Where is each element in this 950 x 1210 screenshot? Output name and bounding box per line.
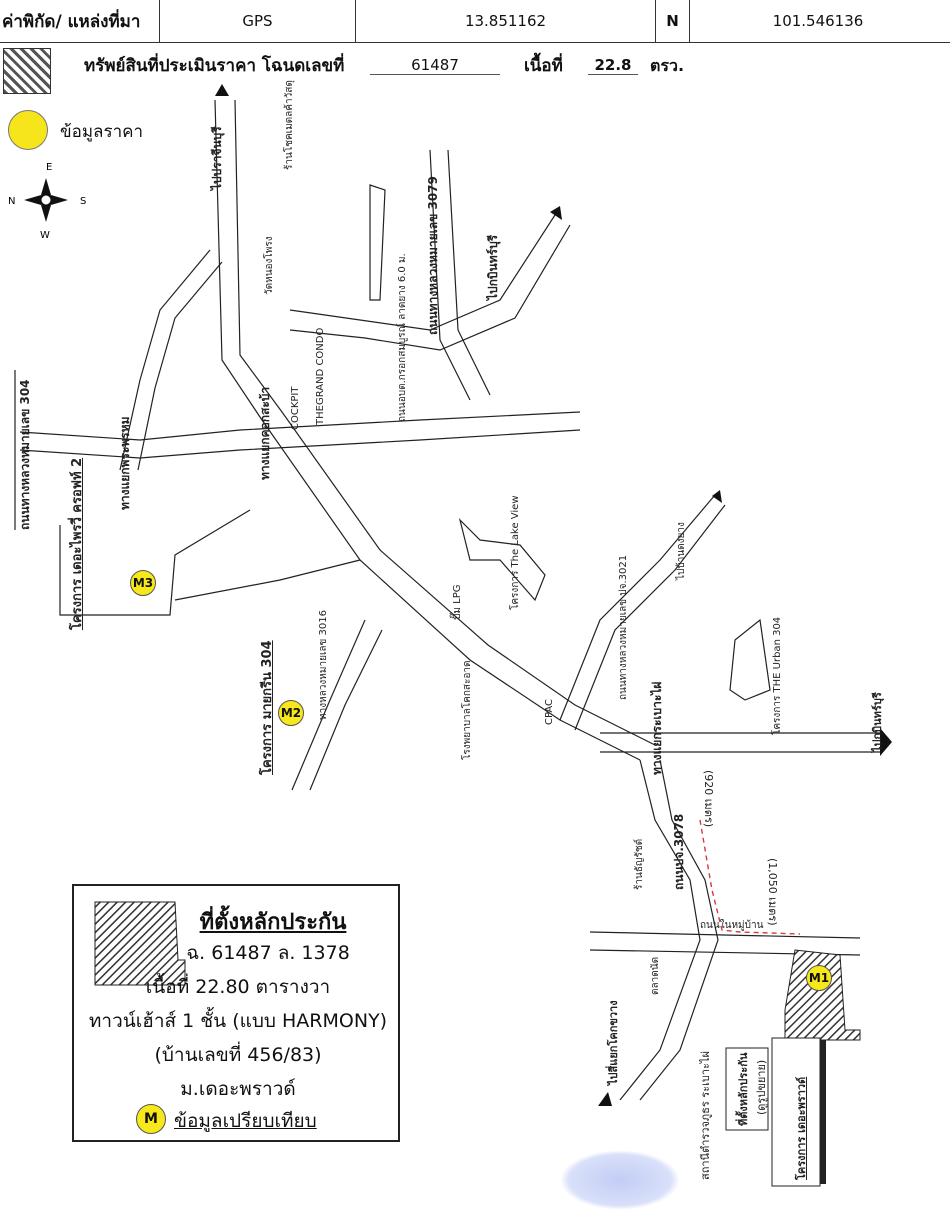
- label-hospital: โรงพยาบาลโคกสะอาด: [462, 660, 473, 761]
- label-road-6m: ถนนอบต.กรอกสมบูรณ์ ลาดยาง 6.0 ม.: [397, 253, 408, 422]
- legend-title: ที่ตั้งหลักประกัน: [199, 910, 347, 935]
- legend-compare: ข้อมูลเปรียบเทียบ: [174, 1110, 317, 1132]
- compass-n: N: [8, 196, 15, 207]
- label-subject-loc: ที่ตั้งหลักประกัน: [737, 1052, 750, 1126]
- area-label: เนื้อที่: [524, 56, 563, 76]
- label-market: ตลาดนัด: [650, 956, 661, 995]
- compass-e: E: [46, 162, 52, 173]
- label-road-3016: ทางหลวงหมายเลข 3016: [318, 610, 329, 720]
- official-stamp: [560, 1150, 680, 1210]
- label-distance-920: (920 เมตร): [702, 770, 715, 828]
- label-road-3021: ถนนทางหลวงหมายเลข ปจ.3021: [618, 554, 629, 700]
- label-distance-1050: (1,050 เมตร): [766, 858, 779, 926]
- compass-icon: N E S W: [8, 162, 86, 240]
- label-to-kok-kwang: ไปสี่แยกโคกขวาง: [607, 1000, 620, 1085]
- price-legend-label: ข้อมูลราคา: [60, 122, 144, 142]
- deed-number: 61487: [370, 56, 500, 75]
- asset-label: ทรัพย์สินที่ประเมินราคา โฉนดเลขที่: [84, 56, 345, 76]
- label-project-m2: โครงการ มายกรีน 304: [260, 640, 275, 775]
- coordinate-header: ค่าพิกัด/ แหล่งที่มา GPS 13.851162 N 101…: [0, 0, 950, 43]
- legend-deed: ฉ. 61487 ล. 1378: [186, 942, 350, 964]
- price-data-dot-icon: [8, 110, 48, 150]
- label-lake-view: โครงการ The Lake View: [510, 495, 521, 610]
- compass-s: S: [80, 196, 86, 207]
- longitude-value: 101.546136: [772, 12, 864, 30]
- label-village-road: ถนนในหมู่บ้าน: [700, 920, 764, 931]
- label-shop-metal: ร้านโชคเมตลค้าวัสดุ: [284, 80, 295, 170]
- label-road-3079: ถนนทางหลวงหมายเลข 3079: [426, 176, 440, 335]
- label-urban-304: โครงการ THE Urban 304: [772, 616, 783, 735]
- coord-label: ค่าพิกัด/ แหล่งที่มา: [0, 0, 160, 42]
- latitude-direction: N: [656, 0, 690, 42]
- label-road-3078: ถนนปจ.3078: [672, 813, 686, 890]
- label-rabao-junction: ทางแยกระเบาะไผ่: [650, 681, 664, 775]
- area-unit: ตรว.: [650, 56, 685, 75]
- label-cpac: CPAC: [544, 698, 555, 725]
- label-shop: ร้านธัญรัชต์: [634, 838, 645, 890]
- legend-m-marker: M: [136, 1104, 166, 1134]
- subject-hatch-swatch: [3, 48, 51, 94]
- label-subject-sub: (ดูรูปขยาย): [755, 1059, 768, 1115]
- label-cockpit: COCKPIT: [290, 386, 301, 430]
- label-project-m3: โครงการ เดอะไพรวี่ ครอฟท์ 2: [70, 457, 85, 630]
- legend-village: ม.เดอะพราวด์: [180, 1078, 296, 1100]
- marker-m1: M1: [806, 965, 832, 991]
- label-to-kabinburi-right: ไปกบินทร์บุรี: [871, 692, 884, 752]
- compass-w: W: [40, 230, 50, 240]
- marker-m2: M2: [278, 700, 304, 726]
- latitude-value: 13.851162: [356, 0, 656, 42]
- label-to-ban-chong: ไปบ้านดงยาง: [676, 522, 687, 580]
- label-to-prachinburi: ไปปราจีนบุรี: [210, 126, 224, 190]
- label-to-kabin: ไปกบินทร์บุรี: [486, 234, 500, 300]
- label-phra-phrom: ทางแยกพระพรหม: [118, 416, 132, 510]
- label-junction: ทางแยกคอกสะบ้า: [258, 386, 272, 480]
- collateral-legend: ที่ตั้งหลักประกัน ฉ. 61487 ล. 1378 เนื้อ…: [72, 884, 400, 1142]
- legend-area: เนื้อที่ 22.80 ตารางวา: [145, 976, 331, 998]
- label-project-prawd: โครงการ เดอะพราวด์: [795, 1076, 808, 1180]
- legend-house-no: (บ้านเลขที่ 456/83): [154, 1044, 322, 1066]
- marker-m3: M3: [130, 570, 156, 596]
- coord-source: GPS: [160, 0, 356, 42]
- legend-house-type: ทาวน์เฮ้าส์ 1 ชั้น (แบบ HARMONY): [88, 1010, 388, 1032]
- label-grand-condo: THEGRAND CONDO: [315, 327, 326, 425]
- label-road-304-left: ถนนทางหลวงหมายเลข 304: [18, 379, 32, 530]
- label-police: สถานีตำรวจภูธร ระเบาะไผ่: [699, 1051, 712, 1180]
- label-lpg: ปั๊ม LPG: [452, 584, 463, 620]
- label-wat: วัดหนองโพรง: [264, 236, 275, 295]
- area-value: 22.8: [588, 56, 638, 75]
